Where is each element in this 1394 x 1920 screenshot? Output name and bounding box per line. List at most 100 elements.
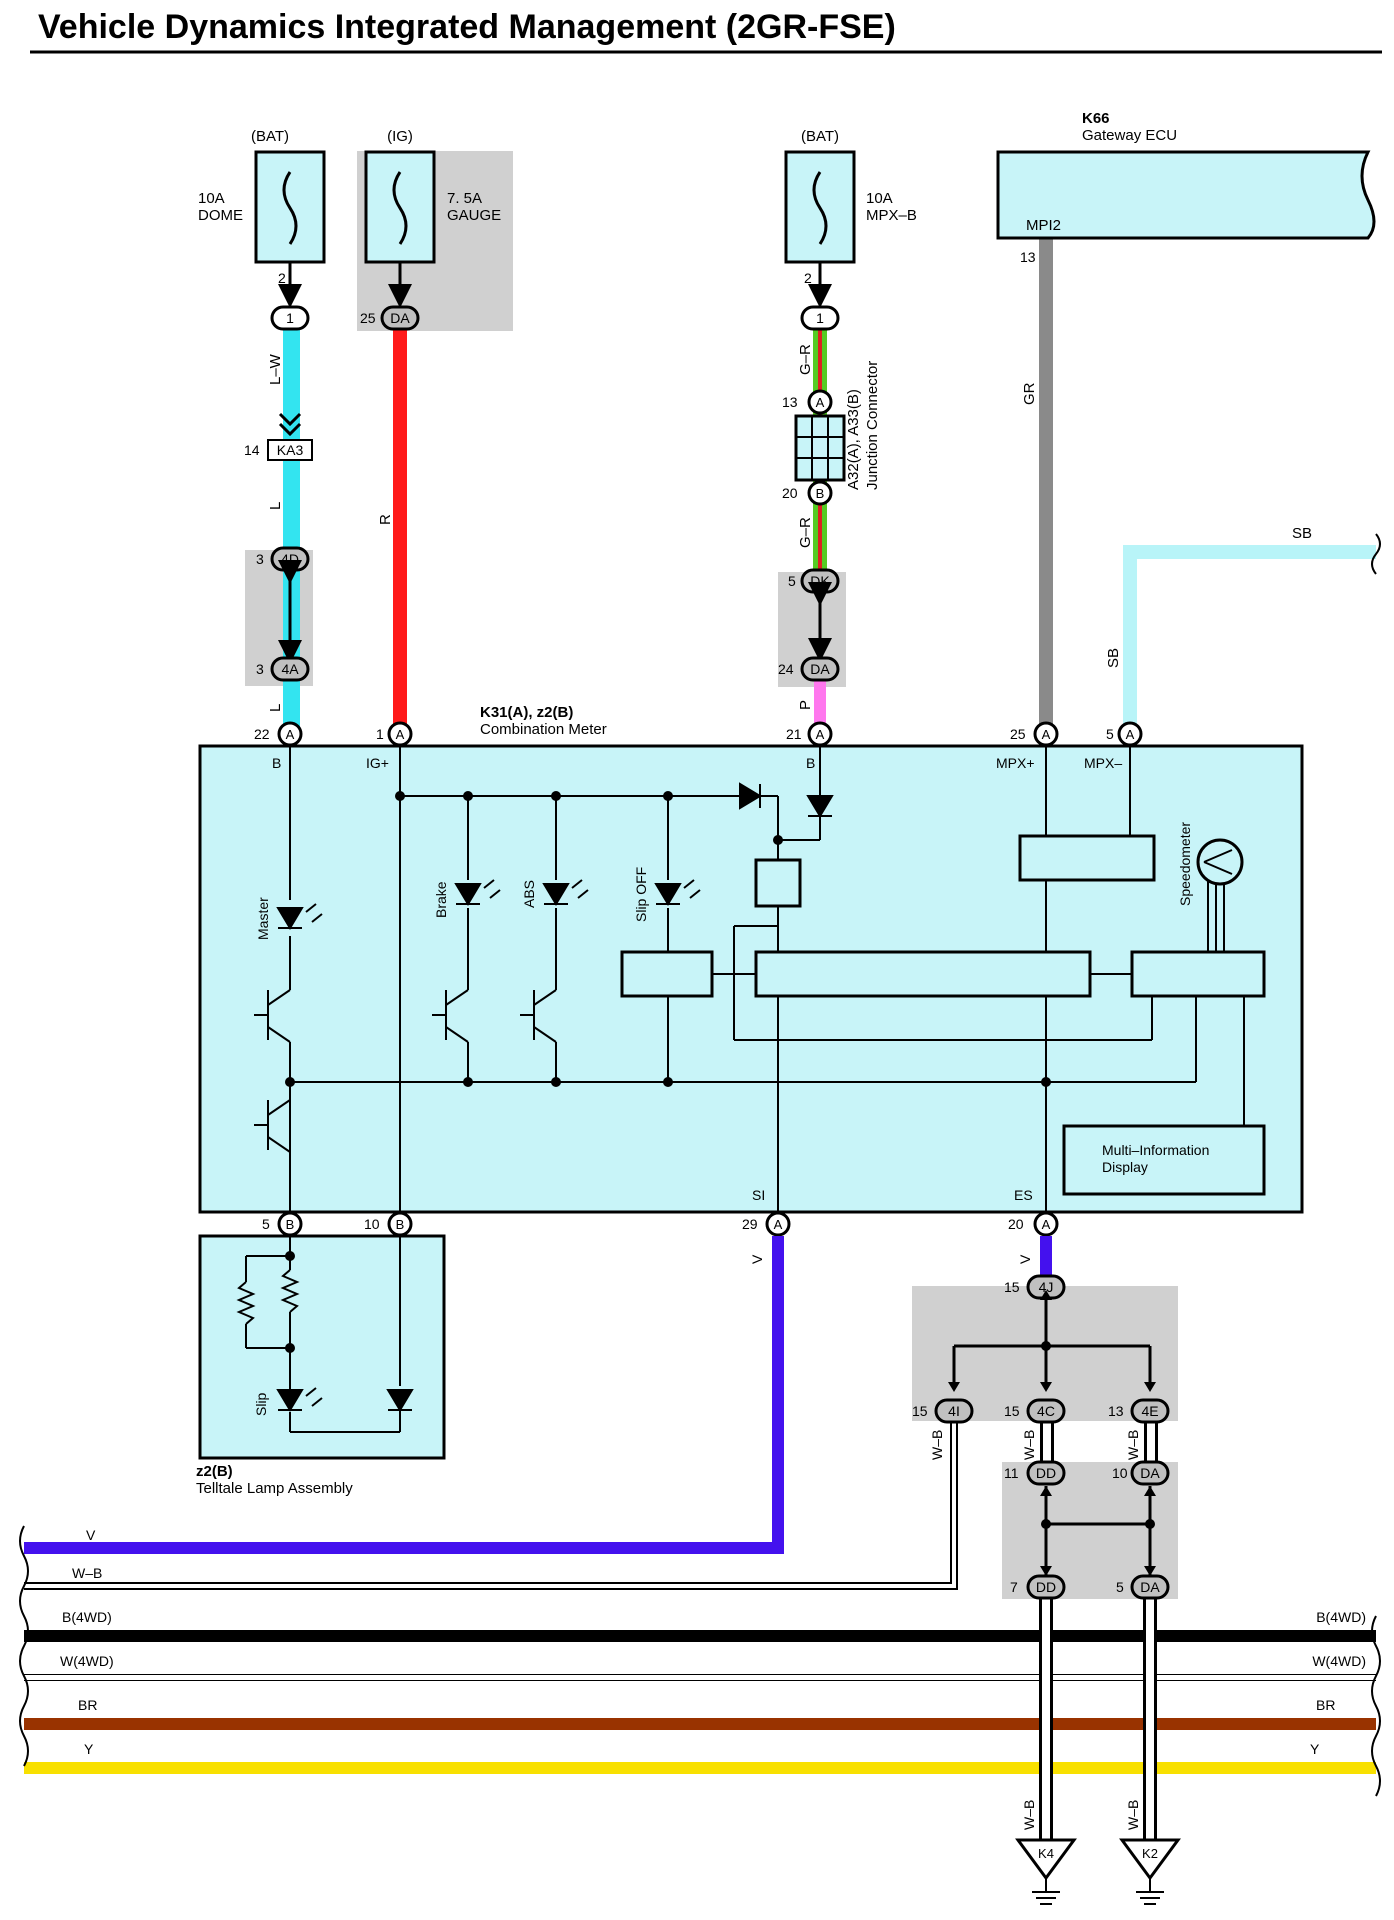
lamp-slipoff: Slip OFF <box>633 867 649 922</box>
svg-text:A: A <box>816 727 825 742</box>
svg-text:A: A <box>1042 1217 1051 1232</box>
svg-text:SB: SB <box>1105 648 1122 668</box>
meter-top-pins: A 22 A 1 A 21 A 25 A 5 <box>254 721 1143 747</box>
svg-text:DD: DD <box>1036 1465 1056 1481</box>
combination-meter: K31(A), z2(B) Combination Meter A 22 A 1… <box>198 704 1304 1237</box>
svg-text:DK: DK <box>810 573 830 589</box>
svg-text:Slip: Slip <box>253 1392 269 1416</box>
connectors-top: 1 DA 25 1 KA3 14 4D 3 4A 3 A 13 B 20 A32… <box>244 305 881 682</box>
svg-text:B: B <box>816 486 825 501</box>
svg-text:K66: K66 <box>1082 110 1110 127</box>
svg-text:4A: 4A <box>281 661 299 677</box>
fuse-dome-source: (BAT) <box>251 128 289 145</box>
svg-text:B: B <box>396 1217 405 1232</box>
svg-text:SB: SB <box>1292 525 1312 542</box>
svg-text:L–W: L–W <box>267 353 284 385</box>
svg-text:G–R: G–R <box>797 344 814 375</box>
svg-text:z2(B): z2(B) <box>196 1463 233 1480</box>
svg-text:13: 13 <box>1020 249 1036 265</box>
svg-text:25: 25 <box>360 310 376 326</box>
svg-text:3: 3 <box>256 661 264 677</box>
svg-text:BR: BR <box>78 1697 97 1713</box>
led-rays <box>305 879 701 923</box>
meter-diodes <box>276 782 834 930</box>
svg-text:A: A <box>1126 727 1135 742</box>
svg-text:4D: 4D <box>281 551 299 567</box>
speedometer-icon <box>1196 838 1244 886</box>
svg-text:MPI2: MPI2 <box>1026 217 1061 234</box>
svg-text:MPX–B: MPX–B <box>866 207 917 224</box>
svg-text:B: B <box>286 1217 295 1232</box>
fuse-gauge-source: (IG) <box>387 128 413 145</box>
mid-line1: Multi–Information <box>1102 1142 1209 1158</box>
svg-text:GAUGE: GAUGE <box>447 207 501 224</box>
svg-text:4E: 4E <box>1141 1403 1158 1419</box>
svg-text:K4: K4 <box>1038 1846 1054 1861</box>
mid-line2: Display <box>1102 1159 1148 1175</box>
svg-text:W–B: W–B <box>929 1430 945 1460</box>
ground-icon <box>1032 1878 1060 1905</box>
svg-text:DOME: DOME <box>198 207 243 224</box>
svg-text:IG+: IG+ <box>366 755 389 771</box>
svg-text:4C: 4C <box>1037 1403 1055 1419</box>
svg-text:5: 5 <box>788 573 796 589</box>
svg-text:P: P <box>797 700 814 710</box>
svg-text:2: 2 <box>804 270 812 286</box>
svg-text:B(4WD): B(4WD) <box>1316 1609 1366 1625</box>
svg-text:BR: BR <box>1316 1697 1335 1713</box>
svg-text:R: R <box>377 514 394 525</box>
junction-dots <box>285 791 1051 1087</box>
svg-text:DA: DA <box>810 661 830 677</box>
svg-text:V: V <box>1017 1254 1033 1264</box>
gateway-ecu: K66 Gateway ECU MPI2 13 <box>996 110 1376 265</box>
page-title: Vehicle Dynamics Integrated Management (… <box>38 8 896 46</box>
svg-text:A: A <box>816 395 825 410</box>
lamp-master: Master <box>255 897 271 940</box>
svg-text:W–B: W–B <box>1021 1800 1037 1830</box>
svg-text:24: 24 <box>778 661 794 677</box>
fuse-mpxb-source: (BAT) <box>801 128 839 145</box>
svg-text:10A: 10A <box>866 190 893 207</box>
svg-text:5: 5 <box>1106 726 1114 742</box>
svg-text:W–B: W–B <box>72 1565 102 1581</box>
svg-text:V: V <box>86 1527 96 1543</box>
ground-k4: K4 <box>1015 1838 1077 1905</box>
svg-text:1: 1 <box>816 310 824 326</box>
svg-text:1: 1 <box>286 310 294 326</box>
svg-text:A: A <box>1042 727 1051 742</box>
svg-text:5: 5 <box>262 1216 270 1232</box>
svg-text:10A: 10A <box>198 190 225 207</box>
svg-text:B(4WD): B(4WD) <box>62 1609 112 1625</box>
svg-text:3: 3 <box>256 551 264 567</box>
svg-text:SI: SI <box>752 1187 765 1203</box>
svg-text:Telltale Lamp Assembly: Telltale Lamp Assembly <box>196 1480 353 1497</box>
svg-text:KA3: KA3 <box>277 442 304 458</box>
ground-icon <box>1136 1878 1164 1905</box>
fuse-gauge: (IG) 7. 5A GAUGE <box>364 128 501 308</box>
svg-text:W–B: W–B <box>1021 1430 1037 1460</box>
svg-text:15: 15 <box>1004 1279 1020 1295</box>
svg-text:GR: GR <box>1021 382 1038 405</box>
svg-text:2: 2 <box>278 270 286 286</box>
svg-text:W–B: W–B <box>1125 1430 1141 1460</box>
svg-text:5: 5 <box>1116 1579 1124 1595</box>
svg-text:A32(A), A33(B): A32(A), A33(B) <box>845 389 862 490</box>
svg-text:13: 13 <box>1108 1403 1124 1419</box>
svg-text:Gateway ECU: Gateway ECU <box>1082 127 1177 144</box>
svg-text:DA: DA <box>1140 1465 1160 1481</box>
fuse-symbol-icon <box>392 171 408 245</box>
svg-text:A: A <box>286 727 295 742</box>
svg-text:7: 7 <box>1010 1579 1018 1595</box>
svg-text:15: 15 <box>1004 1403 1020 1419</box>
wire-labels-top: L–W L L R G–R G–R P GR SB SB <box>267 344 1312 712</box>
meter-bottom-pins: B 5 B 10 A 29 A 20 <box>262 1211 1059 1237</box>
svg-text:V: V <box>749 1254 765 1264</box>
svg-text:W(4WD): W(4WD) <box>60 1653 114 1669</box>
svg-text:DA: DA <box>390 310 410 326</box>
svg-text:7. 5A: 7. 5A <box>447 190 482 207</box>
svg-text:G–R: G–R <box>797 517 814 548</box>
svg-text:25: 25 <box>1010 726 1026 742</box>
svg-text:10: 10 <box>1112 1465 1128 1481</box>
svg-text:W(4WD): W(4WD) <box>1312 1653 1366 1669</box>
telltale-lamp-assembly: Slip z2(B) Telltale Lamp Assembly <box>196 1234 446 1497</box>
